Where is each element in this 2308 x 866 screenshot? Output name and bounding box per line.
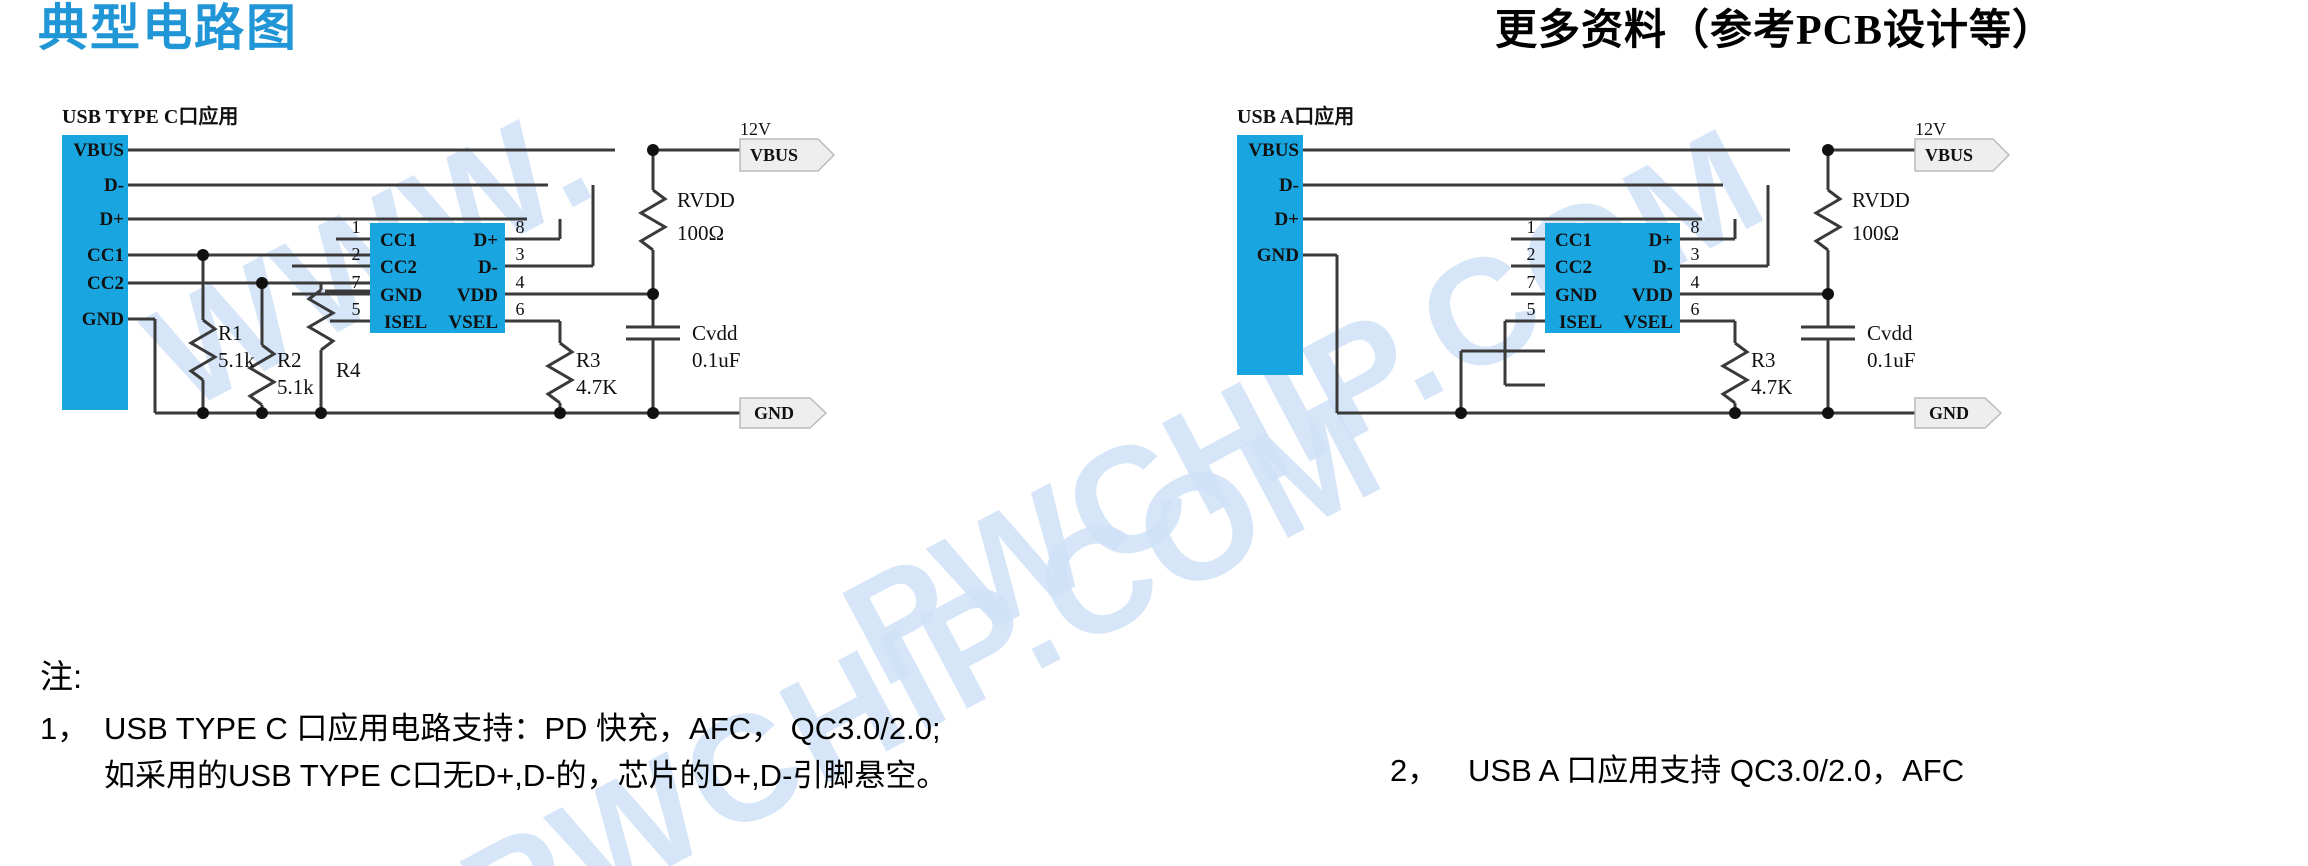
label-r3-ref: R3	[576, 348, 601, 372]
ic-pin-dminus: D-	[1653, 257, 1673, 278]
net-label-gnd: GND	[754, 403, 794, 423]
ic-pin-vsel: VSEL	[448, 312, 498, 333]
ic-right-pinnums-type-c: 8 3 4 6	[516, 217, 525, 319]
component-labels-usb-a: R3 4.7K RVDD 100Ω Cvdd 0.1uF	[1751, 188, 1915, 399]
ic-pin-dplus: D+	[473, 230, 498, 251]
ic-pinnum-1: 1	[1527, 217, 1536, 237]
ic-pinnum-8: 8	[1691, 217, 1700, 237]
ic-right-pinnums-usb-a: 8 3 4 6	[1691, 217, 1700, 319]
ic-pin-dminus: D-	[478, 257, 498, 278]
conn-pin-vbus: VBUS	[73, 140, 124, 161]
circuit-diagram-usb-a: USB A口应用 VBUS D- D+ GND CC1 CC2 GND ISEL…	[1237, 104, 2011, 429]
conn-pin-dplus: D+	[1274, 209, 1299, 230]
ic-pinnum-6: 6	[516, 299, 525, 319]
ic-pinnum-2: 2	[1527, 244, 1536, 264]
connector-pins-usb-a: VBUS D- D+ GND	[1248, 140, 1299, 266]
note-2-index: 2，	[1390, 753, 1439, 788]
label-r3-value: 4.7K	[1751, 375, 1792, 399]
ic-pin-isel: ISEL	[384, 312, 427, 333]
label-r2-ref: R2	[277, 348, 302, 372]
ic-left-pinnums-usb-a: 1 2 7 5	[1527, 217, 1536, 319]
label-r2-value: 5.1k	[277, 375, 314, 399]
net-label-gnd: GND	[1929, 403, 1969, 423]
ic-pinnum-6: 6	[1691, 299, 1700, 319]
ic-pinnum-7: 7	[352, 272, 361, 292]
label-cvdd-value: 0.1uF	[692, 348, 740, 372]
note-1-line-2: 如采用的USB TYPE C口无D+,D-的，芯片的D+,D-引脚悬空。	[104, 758, 948, 793]
page-title-right: 更多资料（参考PCB设计等）	[1495, 8, 2056, 54]
label-r4-ref: R4	[336, 358, 361, 382]
ic-pin-isel: ISEL	[1559, 312, 1602, 333]
page-title-left: 典型电路图	[38, 0, 298, 56]
conn-pin-gnd: GND	[82, 309, 124, 330]
net-label-vbus: VBUS	[1925, 145, 1973, 165]
ic-pinnum-5: 5	[352, 299, 361, 319]
connector-pins-type-c: VBUS D- D+ CC1 CC2 GND	[73, 140, 124, 330]
label-rvdd-ref: RVDD	[677, 188, 735, 212]
connector-caption-usb-a: USB A口应用	[1237, 104, 1354, 128]
ic-pinnum-7: 7	[1527, 272, 1536, 292]
ic-pinnum-2: 2	[352, 244, 361, 264]
label-r3-value: 4.7K	[576, 375, 617, 399]
ic-pinnum-1: 1	[352, 217, 361, 237]
label-rvdd-value: 100Ω	[677, 221, 724, 245]
ic-left-pins-usb-a: CC1 CC2 GND ISEL	[1555, 230, 1602, 333]
ic-pin-cc2: CC2	[380, 257, 417, 278]
component-labels-type-c: R1 5.1k R2 5.1k R4 R3 4.7K RVDD 100Ω Cvd…	[218, 188, 740, 399]
note-item-2: 2， USB A 口应用支持 QC3.0/2.0，AFC	[1390, 745, 1964, 790]
notes-heading: 注:	[40, 658, 83, 695]
label-12v: 12V	[1915, 119, 1946, 139]
ic-left-pins-type-c: CC1 CC2 GND ISEL	[380, 230, 427, 333]
label-rvdd-ref: RVDD	[1852, 188, 1910, 212]
circuit-diagram-usb-type-c: USB TYPE C口应用 VBUS D- D+ CC1 CC2 GND CC1…	[62, 104, 836, 429]
conn-pin-gnd: GND	[1257, 245, 1299, 266]
note-item-1: 1， USB TYPE C 口应用电路支持：PD 快充，AFC， QC3.0/2.…	[40, 705, 947, 799]
conn-pin-cc1: CC1	[87, 245, 124, 266]
note-1-index: 1，	[40, 711, 89, 746]
ic-pin-cc1: CC1	[380, 230, 417, 251]
ic-pin-cc1: CC1	[1555, 230, 1592, 251]
net-flag-vbus-usb-a: 12V VBUS	[1914, 119, 2011, 172]
label-cvdd-ref: Cvdd	[1867, 321, 1913, 345]
ic-pin-gnd: GND	[1555, 285, 1597, 306]
ic-pin-vsel: VSEL	[1623, 312, 1673, 333]
conn-pin-vbus: VBUS	[1248, 140, 1299, 161]
note-1-line-1: USB TYPE C 口应用电路支持：PD 快充，AFC， QC3.0/2.0;	[104, 711, 941, 746]
connector-caption-type-c: USB TYPE C口应用	[62, 104, 238, 128]
junction-dots	[1455, 144, 1834, 419]
ic-pin-vdd: VDD	[1632, 285, 1673, 306]
ic-pinnum-4: 4	[1691, 272, 1700, 292]
label-r1-value: 5.1k	[218, 348, 255, 372]
conn-pin-dminus: D-	[104, 175, 124, 196]
note-2-text: USB A 口应用支持 QC3.0/2.0，AFC	[1468, 753, 1965, 788]
ic-pinnum-4: 4	[516, 272, 525, 292]
junction-dots	[197, 144, 659, 419]
ic-pin-dplus: D+	[1648, 230, 1673, 251]
label-12v: 12V	[740, 119, 771, 139]
ic-right-pins-usb-a: D+ D- VDD VSEL	[1623, 230, 1673, 333]
label-r1-ref: R1	[218, 321, 243, 345]
net-flag-gnd-usb-a: GND	[1914, 397, 2003, 429]
ic-pin-gnd: GND	[380, 285, 422, 306]
conn-pin-cc2: CC2	[87, 273, 124, 294]
label-cvdd-ref: Cvdd	[692, 321, 738, 345]
ic-pin-vdd: VDD	[457, 285, 498, 306]
ic-left-pinnums-type-c: 1 2 7 5	[352, 217, 361, 319]
ic-pinnum-8: 8	[516, 217, 525, 237]
net-label-vbus: VBUS	[750, 145, 798, 165]
ic-pinnum-3: 3	[1691, 244, 1700, 264]
conn-pin-dplus: D+	[99, 209, 124, 230]
label-r3-ref: R3	[1751, 348, 1776, 372]
ic-pinnum-3: 3	[516, 244, 525, 264]
label-rvdd-value: 100Ω	[1852, 221, 1899, 245]
label-cvdd-value: 0.1uF	[1867, 348, 1915, 372]
conn-pin-dminus: D-	[1279, 175, 1299, 196]
net-flag-vbus-type-c: 12V VBUS	[739, 119, 836, 172]
net-flag-gnd-type-c: GND	[739, 397, 828, 429]
ic-pinnum-5: 5	[1527, 299, 1536, 319]
ic-right-pins-type-c: D+ D- VDD VSEL	[448, 230, 498, 333]
ic-pin-cc2: CC2	[1555, 257, 1592, 278]
